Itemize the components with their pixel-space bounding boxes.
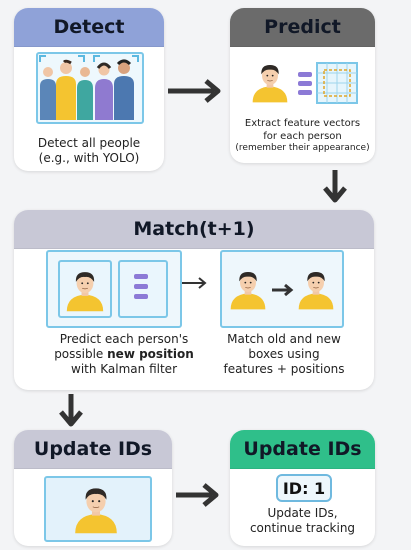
- match-prediction-frame: [46, 250, 182, 328]
- detect-header: Detect: [14, 8, 164, 47]
- match-right-line2: boxes using: [248, 347, 320, 361]
- predict-caption-line2: for each person: [263, 130, 342, 142]
- match-association-frame: [220, 250, 344, 328]
- crowd-icon: [39, 55, 139, 120]
- predict-caption: Extract feature vectors for each person …: [230, 118, 375, 154]
- update-left-image: [44, 476, 152, 542]
- match-left-line1: Predict each person's: [59, 332, 189, 346]
- detect-caption-line2: (e.g., with YOLO): [38, 151, 140, 165]
- person-icon: [74, 487, 118, 534]
- person-icon: [298, 271, 334, 310]
- update-left-header: Update IDs: [14, 430, 172, 469]
- person-icon: [252, 64, 288, 103]
- match-left-line3: with Kalman filter: [71, 362, 177, 376]
- detect-card: Detect Detec: [14, 8, 164, 171]
- predict-caption-line3: (remember their appearance): [235, 143, 370, 153]
- right-arrow: [182, 277, 207, 289]
- right-arrow: [176, 483, 219, 507]
- update-ids-left-card: Update IDs: [14, 430, 172, 546]
- detect-caption: Detect all people (e.g., with YOLO): [14, 136, 164, 166]
- detect-caption-line1: Detect all people: [37, 136, 141, 150]
- right-arrow: [168, 79, 221, 103]
- update-ids-right-card: Update IDs ID: 1 Update IDs, continue tr…: [230, 430, 375, 546]
- id-badge: ID: 1: [276, 474, 332, 502]
- match-left-caption: Predict each person's possible new posit…: [44, 332, 204, 377]
- match-feature-box: [118, 260, 168, 318]
- match-header: Match(t+1): [14, 210, 374, 249]
- match-right-caption: Match old and new boxes using features +…: [214, 332, 354, 377]
- match-right-line3: features + positions: [223, 362, 345, 376]
- person-icon: [230, 271, 266, 310]
- match-left-line2: possible new position: [44, 347, 204, 362]
- match-card: Match(t+1): [14, 210, 374, 390]
- match-left-line2-bold: new position: [107, 347, 194, 361]
- update-right-header: Update IDs: [230, 430, 375, 469]
- down-arrow: [59, 394, 83, 427]
- feature-vector-icon: [298, 72, 312, 95]
- right-arrow: [272, 283, 294, 297]
- predict-header: Predict: [230, 8, 375, 47]
- match-left-line2-prefix: possible: [54, 347, 108, 361]
- person-icon: [66, 271, 104, 312]
- match-person-box: [58, 260, 112, 318]
- predict-caption-line1: Extract feature vectors: [244, 118, 361, 129]
- feature-vector-icon: [134, 274, 148, 299]
- update-right-caption: Update IDs, continue tracking: [230, 506, 375, 536]
- predict-card: Predict Extract feature vectors for each…: [230, 8, 375, 163]
- feature-grid-icon: [316, 62, 358, 104]
- detect-image: [36, 52, 144, 124]
- update-right-line2: continue tracking: [249, 521, 356, 535]
- match-right-line1: Match old and new: [227, 332, 341, 346]
- update-right-line1: Update IDs,: [267, 506, 338, 520]
- down-arrow: [323, 170, 347, 203]
